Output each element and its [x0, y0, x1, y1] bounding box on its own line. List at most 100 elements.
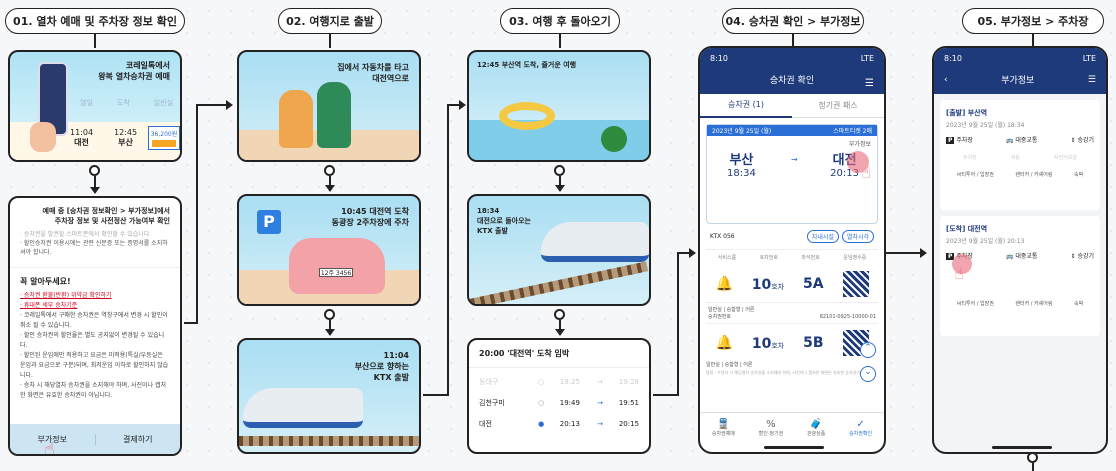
ktx-return-illustration	[541, 222, 649, 262]
step-3-pill: 03. 여행 후 돌아오기	[500, 8, 620, 34]
faint-col-1: 열일	[80, 99, 93, 107]
info-title-2: 주차장 정보 및 사전정산 가능여부 확인	[54, 217, 170, 225]
row-hdr: 셔틀	[1010, 155, 1020, 161]
clock: 8:10	[710, 54, 728, 63]
car-number-2: 10	[751, 336, 772, 352]
timetable-button[interactable]: 열차시각	[841, 230, 874, 243]
ticket-num: 82101-0925-10000-01	[819, 313, 876, 320]
c3-line-2: 부산으로 향하는	[354, 362, 409, 371]
fare-info-1: 일반실 | 승합형 | 어른	[708, 307, 755, 313]
nav-discount[interactable]: %할인·정기권	[758, 418, 784, 437]
float-ring-illustration	[499, 102, 555, 130]
ticket-num-label: 승차권번호	[708, 314, 732, 320]
menu-icon-5[interactable]: ☰	[1087, 74, 1096, 85]
row-val[interactable]: 렌터카 / 카셰어링	[1015, 172, 1053, 178]
extra-info-link[interactable]: 부가정보	[848, 141, 871, 148]
car-illustration: 12주 3456	[289, 238, 385, 294]
menu-icon[interactable]: ☰	[865, 78, 874, 89]
c2-line-2: 동광장 2주차장에 주차	[331, 218, 409, 227]
arr-title: [도착] 대전역	[946, 225, 988, 233]
nav-tour[interactable]: 🧳관광상품	[806, 418, 826, 437]
tap-hand-icon: ☝	[44, 439, 55, 456]
facility-button[interactable]: 차내시설	[806, 230, 839, 243]
ktx-train-illustration	[243, 388, 363, 428]
bell-icon[interactable]: 🔔	[715, 275, 733, 292]
scroll-down-button[interactable]: ⌄	[860, 366, 876, 382]
nav-ticket-check[interactable]: ✓승차권확인	[849, 418, 873, 437]
dep-city: 대전	[74, 138, 89, 147]
notice-line-3: · 할인된 운임에만 적용하고 요금은 미적용(특실/우등실은 운임과 요금으로…	[20, 352, 169, 379]
c2-return-3: KTX 출발	[477, 227, 508, 235]
car-unit-2: 호차	[771, 342, 785, 350]
row-hdr: 주차장	[962, 155, 977, 161]
elevator-button-dep[interactable]: ⇕ 승강기	[1070, 137, 1095, 144]
ticket-phone: 8:10 LTE 승차권 확인 ☰ 승차권 (1) 정기권 패스 2023년 9월…	[698, 46, 886, 454]
notice-title: 꼭 알아두세요!	[20, 277, 71, 286]
seat-number-1: 5A	[803, 275, 824, 292]
departure-section: [출발] 부산역 2023년 9월 25일 (월) 18:34 P 주차장 🚌 …	[940, 100, 1100, 210]
arr-date: 2023년 9월 25일 (월) 20:13	[946, 238, 1025, 245]
banner-line-1: 코레일톡에서	[125, 61, 170, 70]
schedule-row: 동대구○19:25→19:28	[479, 378, 639, 386]
scroll-up-button[interactable]: ⌃	[860, 342, 876, 358]
license-plate: 12주 3456	[319, 268, 353, 277]
refund-link[interactable]: · 승차권 환불(반환) 위약금 확인하기	[20, 292, 112, 299]
busan-caption: 12:45 부산역 도착, 즐거운 여행	[477, 61, 577, 69]
tap-highlight-5	[952, 254, 972, 274]
row-val[interactable]: 숙박	[1074, 172, 1084, 178]
c2-return-2: 대전으로 돌아오는	[477, 217, 531, 225]
fare-info-2: 일반실 | 승합형 | 어른	[706, 362, 753, 368]
transit-button-arr[interactable]: 🚌 대중교통	[1005, 253, 1038, 260]
screen-title: 승차권 확인	[769, 76, 815, 86]
row-val[interactable]: 씨티투어 / 입장권	[956, 172, 994, 178]
step-4-pill: 04. 승차권 확인 > 부가정보	[722, 8, 864, 34]
bell-icon-2[interactable]: 🔔	[715, 334, 733, 351]
tab-tickets[interactable]: 승차권 (1)	[700, 93, 792, 118]
step-5-pill: 05. 부가정보 > 주차장	[962, 8, 1104, 34]
hdr-seat: 좌석번호	[801, 255, 820, 261]
c3-line-3: KTX 출발	[373, 373, 409, 382]
c2-line-1: 10:45 대전역 도착	[341, 207, 409, 216]
notice-line-1: · 코레일톡에서 구매한 승차권은 역창구에서 변경 시 할인이 취소 될 수 …	[20, 312, 168, 329]
parking-sign-icon: P	[257, 210, 281, 234]
c1-line-2: 대전역으로	[372, 74, 409, 83]
info-line-1: · 승차권을 발권할 스마트폰에서 확인할 수 있습니다.	[20, 231, 152, 238]
info-title-1: 예매 중 [승차권 정보확인 > 부가정보]에서	[42, 207, 171, 215]
c3-line-1: 11:04	[383, 351, 409, 360]
rule-link[interactable]: · 휴대폰 세부 승차기준	[20, 302, 78, 309]
to-time: 20:13	[830, 168, 859, 179]
signal: LTE	[860, 54, 874, 63]
faint-col-3: 일반실	[153, 99, 174, 107]
pay-button[interactable]: 결제하기	[123, 434, 153, 444]
back-icon[interactable]: ‹	[944, 74, 948, 85]
from-time: 18:34	[727, 168, 756, 179]
qr-code-1[interactable]	[842, 270, 869, 297]
transit-button-dep[interactable]: 🚌 대중교통	[1005, 137, 1038, 144]
tap-hand-icon-2: ☝	[861, 163, 871, 182]
notice-line-2: · 할인 승차권의 할인율은 별도 공지없이 변경될 수 있습니다.	[20, 332, 165, 349]
tap-hand-icon-3: ☝	[954, 264, 964, 283]
parking-button-dep[interactable]: P 주차장	[946, 137, 973, 144]
tap-highlight	[847, 151, 869, 173]
schedule-title: 20:00 '대전역' 도착 임박	[469, 340, 649, 368]
row-val[interactable]: 렌터카 / 카셰어링	[1015, 301, 1053, 307]
arrival-section: [도착] 대전역 2023년 9월 25일 (월) 20:13 P 주차장 🚌 …	[940, 216, 1100, 336]
hdr-service: 서비스룸	[717, 255, 737, 261]
extra-info-button[interactable]: 부가정보	[10, 433, 96, 445]
row-val[interactable]: 숙박	[1074, 301, 1084, 307]
dep-title: [출발] 부산역	[946, 109, 988, 117]
schedule-row: 김천구미○19:49→19:51	[479, 399, 639, 407]
elevator-button-arr[interactable]: ⇕ 승강기	[1070, 253, 1095, 260]
row-val[interactable]: 씨티투어 / 입장권	[956, 301, 994, 307]
warning-text: 알림 : 수정자 시 해당열차 승차권을 소지해야 하며, 사진이나 캡처한 화…	[706, 370, 878, 375]
tab-pass[interactable]: 정기권 패스	[818, 101, 858, 110]
notice-line-4: · 승차 시 해당열차 승차권을 소지해야 하며, 사진이나 캡처한 화면은 유…	[20, 382, 167, 399]
nav-booking[interactable]: 🚆승차권예매	[711, 418, 735, 437]
step-2-pill: 02. 여행지로 출발	[278, 8, 382, 34]
